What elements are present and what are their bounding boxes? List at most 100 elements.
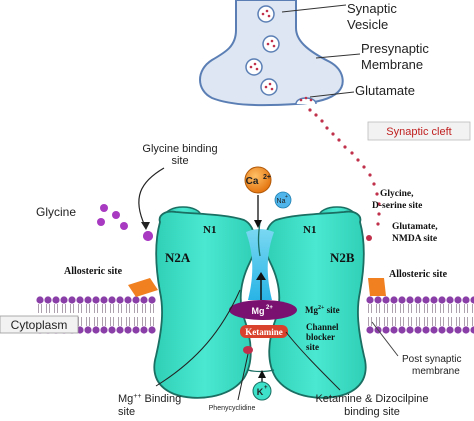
channel-blocker-label-2: blocker [306,332,335,342]
glutamate-nmda-label-2: NMDA site [392,234,437,244]
vesicle [260,78,278,96]
lipid-head [438,296,446,304]
lipid-head [44,296,52,304]
lipid-head [422,326,430,334]
lipid-head [390,296,398,304]
lipid-head [132,296,140,304]
lipid-head [438,326,446,334]
channel-pore [246,229,274,300]
nmda-receptor [153,206,367,399]
lipid-head [390,326,398,334]
phencyclidine-site [243,346,253,354]
lipid-head [140,326,148,334]
lipid-head [100,296,108,304]
glutamate-label: Glutamate [355,83,415,98]
lipid-head [108,326,116,334]
n2a-subunit [153,210,256,399]
allosteric-right-label: Allosteric site [389,269,448,280]
mg-label: Mg [252,306,265,316]
ion-flow-arrowhead-mid [256,272,266,280]
lipid-head [446,326,454,334]
ketamine-dizo-label-2: binding site [344,406,400,418]
phencyclidine-label: Phenycyclidine [209,405,256,412]
lipid-head [366,326,374,334]
vesicle [262,35,280,53]
mg-binding-label-2: site [118,406,135,418]
lipid-head [92,296,100,304]
potassium-sup: + [264,385,268,391]
lipid-head [382,296,390,304]
lipid-head [124,326,132,334]
lipid-head [398,326,406,334]
lipid-head [446,296,454,304]
vesicle-leader [281,4,347,13]
lipid-head [116,326,124,334]
glycine-binding-arrow [138,167,165,227]
glutamate-leader [309,91,355,98]
glycine-bound-dot [143,231,153,241]
n1-left-label: N1 [203,224,216,236]
vesicles [245,5,317,105]
sodium-ion [274,191,292,209]
synaptic-vesicle-label-2: Vesicle [347,17,388,32]
calcium-sup: 2+ [263,174,271,181]
lipid-head [76,296,84,304]
lipid-head [430,296,438,304]
ketamine-block [240,325,288,338]
lipid-head [382,326,390,334]
glycine-binding-label-2: site [171,155,188,167]
lipid-head [406,296,414,304]
glycine-binding-arrowhead [141,222,150,230]
post-synaptic-label-1: Post synaptic [402,354,461,365]
glycine-dserine-label-1: Glycine, [380,189,414,199]
lipid-head [132,326,140,334]
glycine-binding-label-1: Glycine binding [142,143,217,155]
ketamine-dizo-label-1: Ketamine & Dizocilpine [315,393,428,405]
lipid-head [84,326,92,334]
lipid-head [406,326,414,334]
phencyclidine-leader [237,353,249,401]
lipid-head [422,296,430,304]
post-synaptic-leader [371,321,399,357]
sodium-sup: + [285,194,288,200]
mg-binding-label-1: Mg++ Binding [118,393,181,405]
calcium-label: Ca [246,176,259,187]
lipid-head [454,326,462,334]
lipid-head [116,296,124,304]
lipid-head [148,326,156,334]
presynaptic-label-2: Membrane [361,57,423,72]
n1-right-label: N1 [303,224,316,236]
potassium-label: K [257,387,264,397]
n2b-label: N2B [330,250,355,265]
cytoplasm-label: Cytoplasm [11,318,68,332]
n2b-subunit [264,210,367,399]
lipid-head [100,326,108,334]
lipid-head [60,296,68,304]
lipid-head [470,296,474,304]
lipid-head [36,296,44,304]
lipid-head [398,296,406,304]
mg-site-label: Mg2+ site [305,305,340,315]
post-synaptic-label-2: membrane [412,366,460,377]
lipid-head [462,296,470,304]
glycine-dserine-label-2: D-serine site [372,201,422,211]
lipid-head [84,296,92,304]
potassium-ion [252,381,272,401]
lipid-head [470,326,474,334]
presynaptic-leader [315,53,361,59]
glycine-label: Glycine [36,205,76,219]
cytoplasm-box [0,315,79,334]
ketamine-dizo-leader [285,331,341,391]
subunit-divider [257,221,261,257]
allosteric-site-left [128,278,158,297]
synaptic-cleft-box [367,121,471,141]
allosteric-site-right [368,278,386,296]
lipid-head [92,326,100,334]
lipid-head [148,296,156,304]
mg-sup: 2+ [266,305,273,311]
glutamate-molecules [308,108,381,226]
lipid-head [366,296,374,304]
sodium-label: Na [277,198,286,205]
